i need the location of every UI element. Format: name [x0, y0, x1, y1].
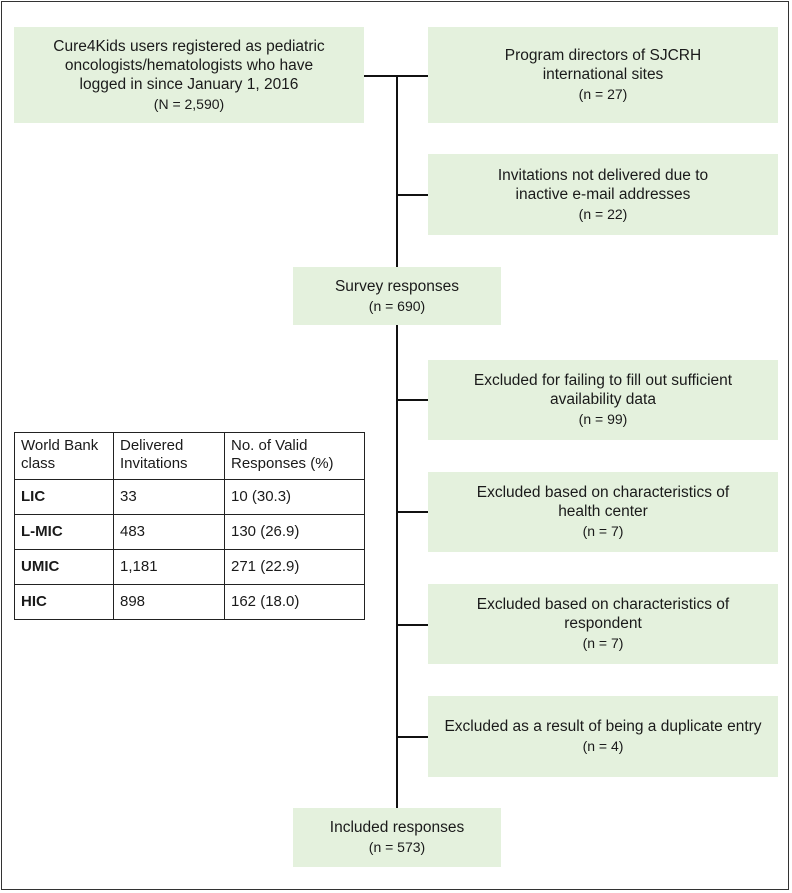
- box-text-line: Program directors of SJCRH: [504, 47, 702, 64]
- cell-valid: 10 (30.3): [224, 479, 365, 515]
- main-connector: [396, 76, 398, 808]
- table-row: LIC 33 10 (30.3): [14, 479, 365, 515]
- connector-excluded-insufficient: [396, 399, 428, 401]
- header-world-bank-class: World Bank class: [14, 432, 114, 480]
- header-line: Invitations: [120, 455, 188, 472]
- box-text-line: Excluded for failing to fill out suffici…: [473, 372, 733, 389]
- box-count: (n = 7): [582, 523, 624, 539]
- header-line: Delivered: [120, 437, 184, 454]
- cell-class: HIC: [14, 584, 114, 620]
- box-text-line: availability data: [550, 391, 656, 408]
- header-line: Responses (%): [231, 455, 334, 472]
- box-count: (n = 22): [578, 205, 628, 222]
- cell-valid: 271 (22.9): [224, 549, 365, 585]
- box-count: (n = 690): [368, 297, 426, 314]
- excluded-center-box: Excluded based on characteristics of heal…: [428, 472, 778, 552]
- box-text-line: Excluded based on characteristics of: [476, 596, 730, 613]
- box-text-line: Included responses: [329, 819, 465, 836]
- connector-not-delivered: [396, 194, 428, 196]
- connector-registered: [364, 75, 398, 77]
- connector-directors: [396, 75, 428, 77]
- cell-class: UMIC: [14, 549, 114, 585]
- connector-excluded-duplicate: [396, 736, 428, 738]
- table-row: L-MIC 483 130 (26.9): [14, 514, 365, 550]
- box-text-line: Excluded as a result of being a duplicat…: [444, 718, 762, 735]
- box-count: (N = 2,590): [153, 95, 225, 112]
- box-text-line: health center: [558, 503, 648, 520]
- survey-responses-box: Survey responses (n = 690): [293, 267, 501, 325]
- box-text-line: Invitations not delivered due to: [497, 166, 709, 184]
- excluded-insufficient-box: Excluded for failing to fill out suffici…: [428, 360, 778, 440]
- header-valid-responses: No. of Valid Responses (%): [224, 432, 365, 480]
- cell-class: LIC: [14, 479, 114, 515]
- header-line: class: [21, 455, 56, 472]
- header-line: No. of Valid: [231, 437, 308, 454]
- box-text-line: Survey responses: [334, 277, 460, 295]
- box-text-line: respondent: [564, 615, 642, 632]
- box-count: (n = 99): [578, 411, 628, 427]
- cell-valid: 162 (18.0): [224, 584, 365, 620]
- cell-delivered: 1,181: [113, 549, 225, 585]
- included-responses-box: Included responses (n = 573): [293, 808, 501, 867]
- box-text-line: inactive e-mail addresses: [515, 185, 691, 203]
- cell-delivered: 483: [113, 514, 225, 550]
- box-text-line: Cure4Kids users registered as pediatric: [53, 37, 325, 55]
- table-row: UMIC 1,181 271 (22.9): [14, 549, 365, 585]
- excluded-respondent-box: Excluded based on characteristics of resp…: [428, 584, 778, 664]
- box-count: (n = 7): [582, 635, 624, 651]
- box-count: (n = 4): [582, 738, 624, 754]
- connector-excluded-center: [396, 511, 428, 513]
- table-header-row: World Bank class Delivered Invitations N…: [14, 432, 365, 480]
- connector-excluded-respondent: [396, 624, 428, 626]
- box-text-line: oncologists/hematologists who have: [64, 56, 314, 74]
- excluded-duplicate-box: Excluded as a result of being a duplicat…: [428, 696, 778, 777]
- world-bank-table: World Bank class Delivered Invitations N…: [14, 432, 365, 620]
- header-delivered-invitations: Delivered Invitations: [113, 432, 225, 480]
- cell-valid: 130 (26.9): [224, 514, 365, 550]
- table-row: HIC 898 162 (18.0): [14, 584, 365, 620]
- box-text-line: logged in since January 1, 2016: [79, 75, 299, 93]
- cell-delivered: 33: [113, 479, 225, 515]
- cell-delivered: 898: [113, 584, 225, 620]
- box-text-line: Excluded based on characteristics of: [476, 484, 730, 501]
- header-line: World Bank: [21, 437, 99, 454]
- program-directors-box: Program directors of SJCRH international …: [428, 27, 778, 123]
- box-count: (n = 573): [368, 839, 426, 855]
- box-text-line: international sites: [542, 66, 664, 83]
- box-count: (n = 27): [578, 86, 628, 102]
- cell-class: L-MIC: [14, 514, 114, 550]
